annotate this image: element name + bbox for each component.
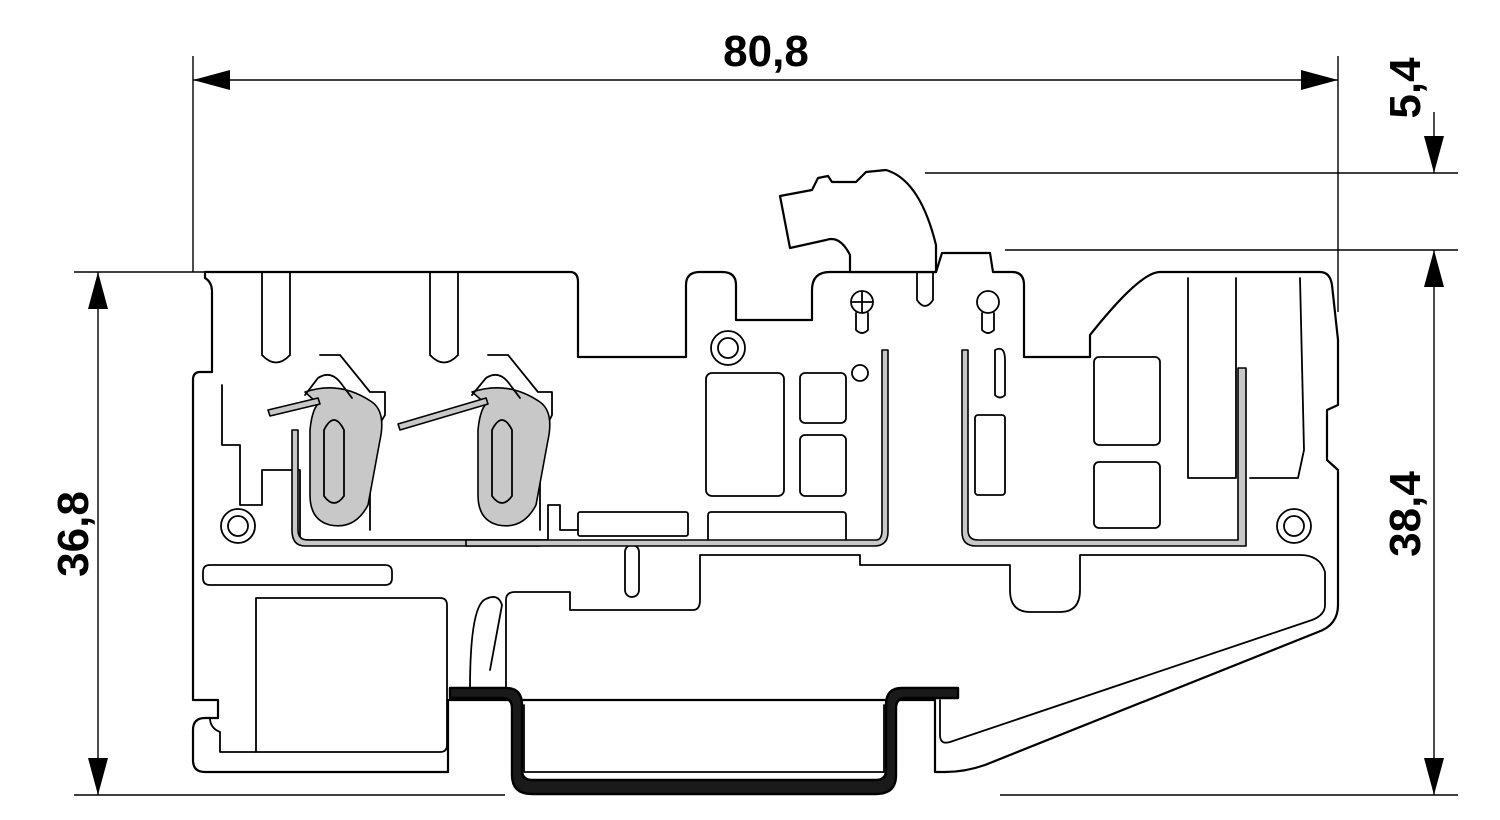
component-block-e <box>577 511 689 537</box>
left-locator-circle-inner <box>227 515 249 537</box>
left-height-label: 36,8 <box>49 491 98 577</box>
component-block-b <box>799 372 847 424</box>
arrow-down <box>1424 136 1444 173</box>
spring-window-1 <box>323 419 345 504</box>
small-dot-circle <box>851 364 869 382</box>
funnel-slot-2 <box>429 271 459 364</box>
arrow-up-left <box>88 272 108 309</box>
arrow-down-bottom <box>1424 758 1444 795</box>
busbar-center <box>465 349 889 547</box>
spring-clamp-1 <box>267 354 386 531</box>
right-block-c <box>1187 277 1237 479</box>
actuator-2 <box>397 397 489 431</box>
component-block-c <box>799 434 847 497</box>
dimension-overall-width: 80,8 <box>192 27 1339 312</box>
push-lever-2 <box>471 373 521 399</box>
dimension-top-offset: 5,4 <box>925 57 1458 251</box>
right-locator-circle <box>1276 508 1312 544</box>
center-locator-circle <box>710 330 746 366</box>
funnel-slot-1 <box>261 271 291 364</box>
arrow-right <box>1301 70 1338 90</box>
spring-clamp-2 <box>397 354 553 531</box>
right-block-d <box>1249 277 1305 479</box>
test-socket-right <box>976 290 1000 334</box>
arrow-down-left <box>88 758 108 795</box>
left-lower-channel <box>202 564 393 586</box>
din-rail <box>448 686 960 796</box>
busbar-right <box>961 349 1247 547</box>
component-block-a <box>705 372 785 497</box>
din-rail-inner <box>523 704 885 773</box>
push-lever-1 <box>304 373 353 399</box>
left-locator-circle <box>220 508 256 544</box>
terminal-housing <box>191 168 1340 774</box>
center-rib <box>505 554 1326 744</box>
test-socket-left <box>850 290 874 334</box>
arrow-left <box>193 70 230 90</box>
right-block-b <box>1093 461 1161 529</box>
center-locator-circle-inner <box>717 337 739 359</box>
spring-window-2 <box>491 419 513 504</box>
right-slot-b <box>994 347 1006 399</box>
right-slot-pin <box>916 271 934 307</box>
release-slot <box>469 596 503 691</box>
right-locator-circle-inner <box>1283 515 1305 537</box>
arrow-up <box>1424 250 1444 287</box>
foot-hook <box>209 717 257 753</box>
foot-block <box>255 597 448 753</box>
left-cavity <box>221 384 579 541</box>
overall-width-label: 80,8 <box>723 27 809 76</box>
right-slot-a <box>974 414 1006 496</box>
right-block-a <box>1093 356 1161 446</box>
top-offset-label: 5,4 <box>1381 57 1430 119</box>
dimension-right-height: 38,4 <box>1000 250 1458 796</box>
conductor-path <box>291 349 1247 547</box>
fuse-lever <box>778 168 938 274</box>
dimension-left-height: 36,8 <box>49 271 505 796</box>
actuator-1 <box>267 397 321 417</box>
right-height-label: 38,4 <box>1381 471 1430 557</box>
